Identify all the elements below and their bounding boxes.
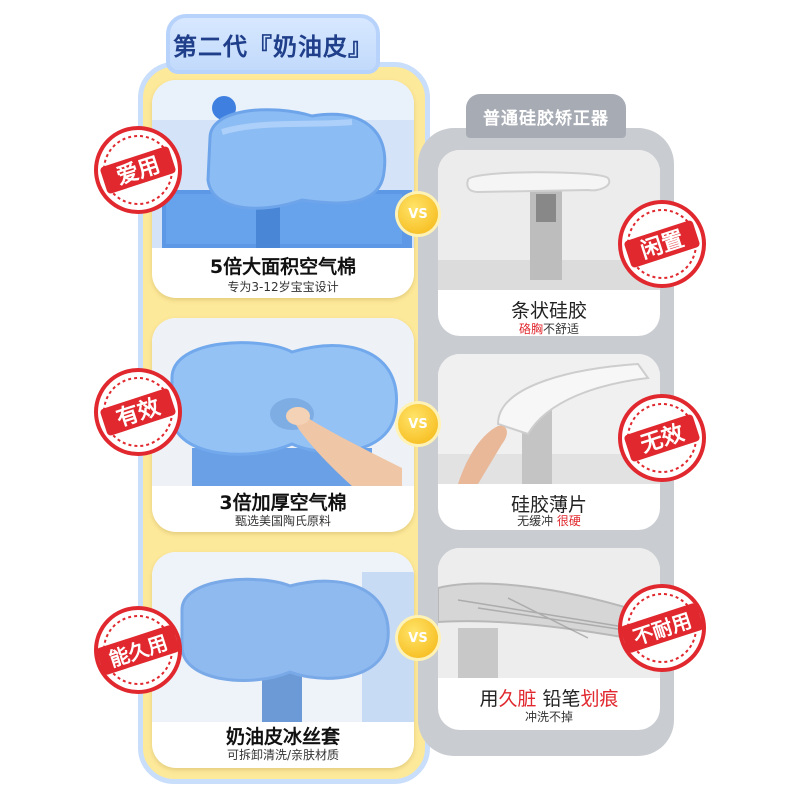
left-card-2: 3倍加厚空气棉 甄选美国陶氏原料 [152,318,414,532]
right-card-1-subtitle: 硌胸不舒适 [438,320,660,336]
left-card-2-title: 3倍加厚空气棉 [219,492,347,514]
left-card-1-subtitle: 专为3-12岁宝宝设计 [227,280,339,294]
right-card-3-title-a: 用 [479,688,499,710]
cover-pad-image [152,552,414,722]
strip-silicone-image [438,150,660,290]
right-card-2-subtitle-rest: 无缓冲 [517,514,557,528]
stained-silicone-image [438,548,660,678]
stamp-idle: 闲置 [618,200,706,288]
right-card-2-subtitle: 无缓冲 很硬 [438,512,660,529]
silicone-sheet-image [438,354,660,484]
right-panel-header: 普通硅胶矫正器 [466,94,626,138]
right-card-1-subtitle-red: 硌胸 [518,322,543,336]
right-card-3-title-red-b: 划痕 [580,688,619,710]
right-card-2-subtitle-red: 很硬 [556,514,581,528]
right-card-3-title-red-a: 久脏 [498,688,537,710]
left-card-3-title: 奶油皮冰丝套 [225,726,340,748]
right-card-1: 条状硅胶 硌胸不舒适 [438,150,660,336]
left-card-1: 5倍大面积空气棉 专为3-12岁宝宝设计 [152,80,414,298]
left-card-3: 奶油皮冰丝套 可拆卸清洗/亲肤材质 [152,552,414,768]
vs-badge-2: VS [398,404,438,444]
right-card-3-title: 用久脏 铅笔划痕 [438,684,660,711]
stamp-not-durable: 不耐用 [618,584,706,672]
thick-pad-image [152,318,414,486]
large-pad-image [152,80,414,248]
left-card-1-title: 5倍大面积空气棉 [209,256,357,278]
right-card-1-subtitle-rest: 不舒适 [543,322,580,336]
right-card-2: 硅胶薄片 无缓冲 很硬 [438,354,660,530]
vs-badge-1: VS [398,194,438,234]
stamp-durable: 能久用 [94,606,182,694]
right-card-3-subtitle: 冲洗不掉 [524,710,573,724]
stamp-love-use: 爱用 [94,126,182,214]
stamp-effective: 有效 [94,368,182,456]
right-card-3-title-b: 铅笔 [536,688,581,710]
left-panel-header: 第二代『奶油皮』 [166,14,380,74]
vs-badge-3: VS [398,618,438,658]
right-card-1-title: 条状硅胶 [510,300,587,322]
stamp-ineffective: 无效 [618,394,706,482]
left-card-3-subtitle: 可拆卸清洗/亲肤材质 [226,748,340,762]
left-card-2-subtitle: 甄选美国陶氏原料 [234,514,331,528]
right-card-2-title: 硅胶薄片 [510,494,587,516]
